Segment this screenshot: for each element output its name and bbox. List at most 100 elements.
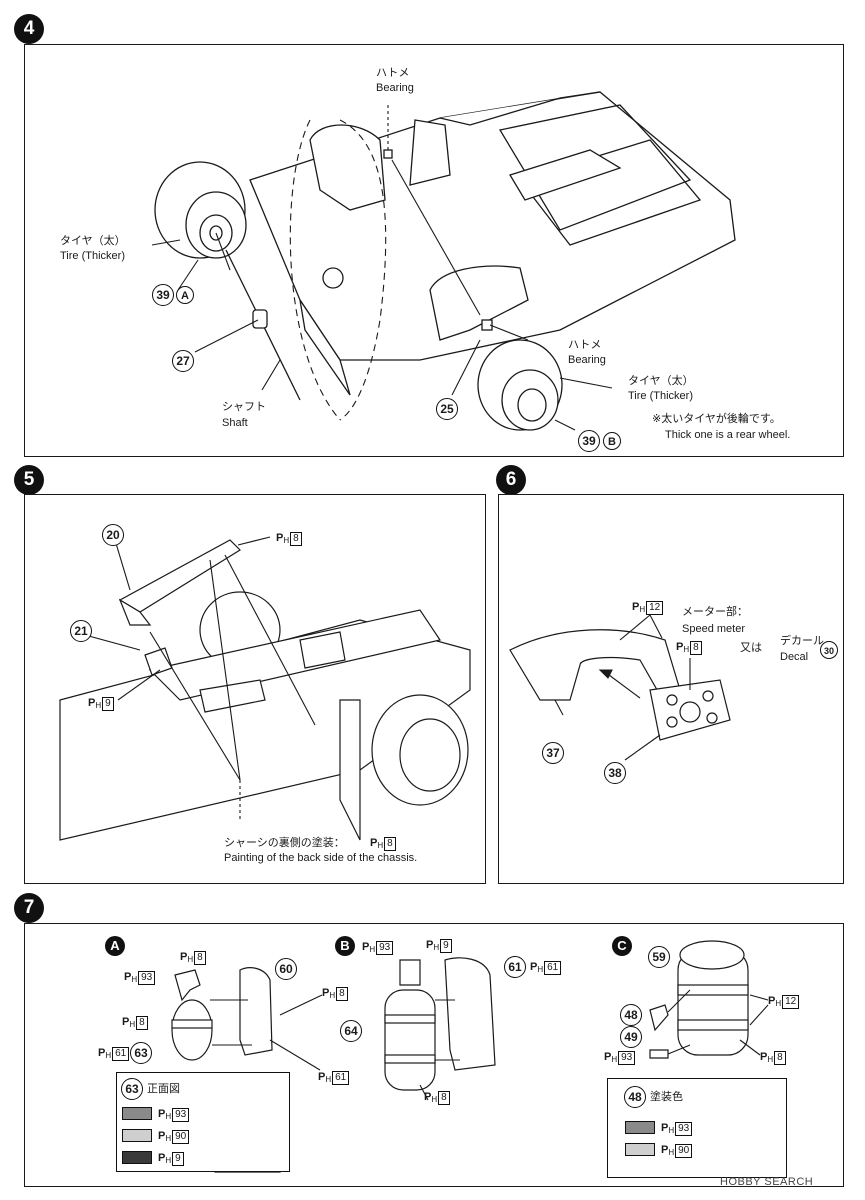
paint-h: H	[639, 605, 646, 614]
swatch-9	[122, 1151, 152, 1164]
paint-h: H	[683, 645, 690, 654]
paint-h: H	[329, 991, 336, 1000]
bearing-top-label-jp: ハトメ	[376, 67, 410, 79]
paint-p: P	[760, 1051, 768, 1063]
swatch-48-90	[625, 1143, 655, 1156]
paint-code: 8	[438, 1091, 450, 1105]
paint-p: P	[530, 961, 538, 973]
paint-code: 8	[194, 951, 206, 965]
paint-h: H	[537, 965, 544, 974]
paint-h: H	[668, 1126, 675, 1135]
swatch-93	[122, 1107, 152, 1120]
variant-a-mark: A	[176, 286, 194, 304]
bearing-top-label-en: Bearing	[376, 82, 414, 94]
paint-h: H	[369, 945, 376, 954]
step-4-badge: 4	[14, 14, 44, 44]
paint-code: 9	[172, 1152, 184, 1166]
part-27: 27	[172, 350, 194, 372]
paint-h: H	[377, 841, 384, 850]
tire-left-label-jp: タイヤ（太）	[60, 235, 126, 247]
part-37: 37	[542, 742, 564, 764]
part-21: 21	[70, 620, 92, 642]
chassis-paint-label-jp: シャーシの裏側の塗装：	[224, 837, 345, 849]
part-20: 20	[102, 524, 124, 546]
paint-p: P	[424, 1091, 432, 1103]
paint-p: P	[124, 971, 132, 983]
paint-code: 90	[172, 1130, 190, 1144]
paint-p: P	[122, 1016, 130, 1028]
part-49: 49	[620, 1026, 642, 1048]
paint-code: 12	[646, 601, 664, 615]
tire-right-label-en: Tire (Thicker)	[628, 390, 693, 402]
paint-code: 8	[774, 1051, 786, 1065]
paint-p: P	[158, 1108, 166, 1120]
part-61: 61	[504, 956, 526, 978]
paint-h: H	[95, 701, 102, 710]
paint-code: 61	[332, 1071, 350, 1085]
paint-p: P	[676, 641, 684, 653]
sub-step-a-badge: A	[105, 936, 125, 956]
paint-code: 93	[138, 971, 156, 985]
bearing-right-label-jp: ハトメ	[568, 339, 602, 351]
sub-step-c-badge: C	[612, 936, 632, 956]
paint-code: 93	[618, 1051, 636, 1065]
meter-label-en: Speed meter	[682, 623, 745, 635]
paint-p: P	[370, 837, 378, 849]
paint-code: 8	[384, 837, 396, 851]
or-label: 又は	[740, 642, 762, 654]
part-59: 59	[648, 946, 670, 968]
swatch-90	[122, 1129, 152, 1142]
paint-code: 8	[290, 532, 302, 546]
paint-code: 9	[102, 697, 114, 711]
paint-code: 61	[112, 1047, 130, 1061]
paint-p: P	[322, 987, 330, 999]
legend-63-num: 63	[121, 1078, 143, 1100]
paint-p: P	[632, 601, 640, 613]
step-5-badge: 5	[14, 465, 44, 495]
paint-p: P	[276, 532, 284, 544]
paint-code: 90	[675, 1144, 693, 1158]
part-63: 63	[130, 1042, 152, 1064]
part-38: 38	[604, 762, 626, 784]
rear-wheel-note-jp: ※太いタイヤが後輪です。	[652, 413, 781, 425]
paint-p: P	[768, 995, 776, 1007]
paint-h: H	[611, 1055, 618, 1064]
legend-48-num: 48	[624, 1086, 646, 1108]
paint-h: H	[325, 1075, 332, 1084]
paint-code: 93	[172, 1108, 190, 1122]
paint-h: H	[433, 943, 440, 952]
paint-code: 8	[136, 1016, 148, 1030]
part-64: 64	[340, 1020, 362, 1042]
paint-p: P	[98, 1047, 106, 1059]
paint-p: P	[362, 941, 370, 953]
paint-h: H	[187, 955, 194, 964]
part-39-b: 39	[578, 430, 600, 452]
legend-48-title: 塗装色	[650, 1091, 683, 1103]
paint-h: H	[767, 1055, 774, 1064]
paint-h: H	[283, 536, 290, 545]
paint-h: H	[165, 1156, 172, 1165]
tire-left-label-en: Tire (Thicker)	[60, 250, 125, 262]
paint-h: H	[105, 1051, 112, 1060]
paint-p: P	[88, 697, 96, 709]
paint-h: H	[165, 1112, 172, 1121]
paint-code: 93	[376, 941, 394, 955]
decal-30: 30	[820, 641, 838, 659]
